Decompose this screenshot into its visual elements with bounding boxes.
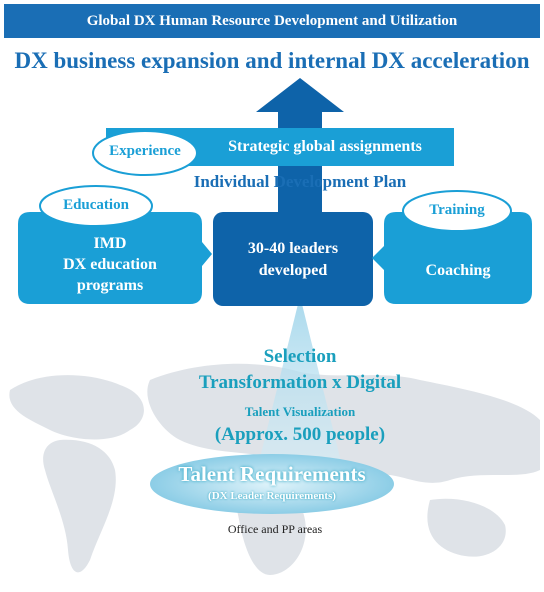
experience-ellipse: [92, 130, 198, 176]
center-text: 30-40 leaders developed: [213, 238, 373, 282]
experience-tag: Experience: [109, 143, 181, 159]
education-ellipse: [39, 185, 153, 227]
education-line-1: IMD: [93, 235, 127, 252]
selection-cone: [252, 296, 348, 490]
requirements-label: Talent Requirements: [178, 462, 366, 486]
coaching-label: Coaching: [425, 262, 491, 279]
transformation-label: Transformation x Digital: [198, 372, 402, 393]
education-line-2: DX education: [63, 256, 157, 273]
center-line-2: developed: [258, 262, 328, 279]
education-box: [18, 212, 212, 304]
areas-label: Office and PP areas: [227, 522, 323, 536]
center-line-1: 30-40 leaders: [247, 240, 339, 257]
education-text: IMD DX education programs: [18, 233, 202, 296]
headline: DX business expansion and internal DX ac…: [14, 48, 530, 73]
training-tag: Training: [429, 202, 485, 218]
banner-title: Global DX Human Resource Development and…: [86, 12, 458, 29]
requirements-oval: [150, 454, 394, 514]
selection-label: Selection: [263, 346, 337, 367]
plan-label: Individual Development Plan: [193, 172, 407, 191]
training-box: [372, 212, 532, 304]
assignments-label: Strategic global assignments: [228, 138, 422, 155]
requirements-sub-label: (DX Leader Requirements): [208, 490, 336, 502]
education-line-3: programs: [76, 277, 144, 294]
education-tag: Education: [63, 197, 129, 213]
top-banner: Global DX Human Resource Development and…: [4, 4, 540, 38]
center-box: [213, 212, 373, 306]
approx-label: (Approx. 500 people): [214, 424, 386, 445]
visualization-label: Talent Visualization: [244, 404, 356, 419]
training-ellipse: [402, 190, 512, 232]
